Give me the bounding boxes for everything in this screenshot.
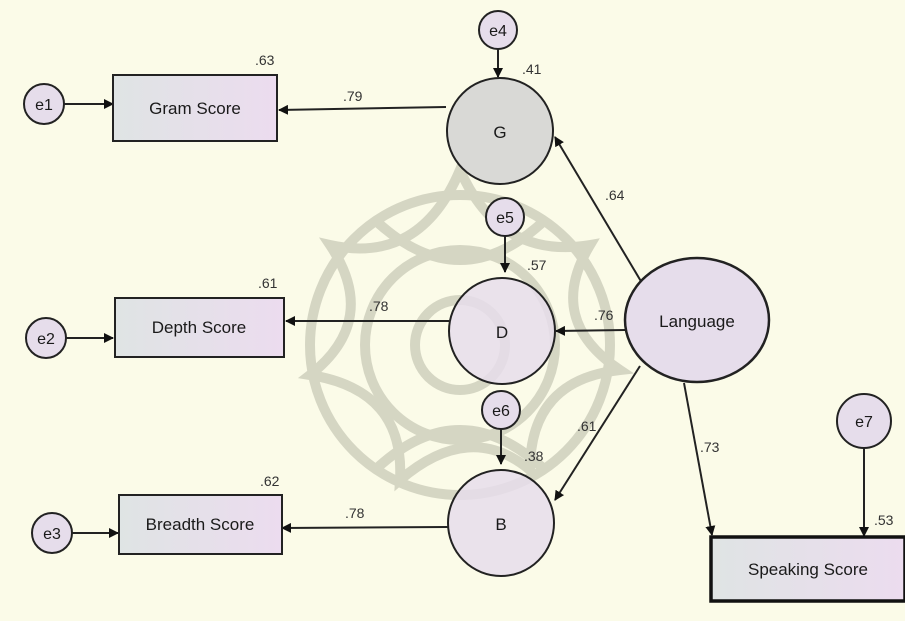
latent-g-circle: G (446, 77, 554, 185)
coef-depth-r2: .61 (258, 275, 278, 291)
arrow-language-to-d (555, 325, 626, 336)
speaking-score-box: Speaking Score (709, 535, 905, 603)
language-ellipse: Language (623, 256, 771, 384)
error-e4-label: e4 (489, 23, 507, 40)
latent-d-label: D (496, 323, 508, 342)
breadth-score-box: Breadth Score (118, 494, 283, 555)
coef-g-r2: .41 (522, 61, 542, 77)
coef-speaking-r2: .53 (874, 512, 894, 528)
error-e7-circle: e7 (836, 393, 892, 449)
error-e3-circle: e3 (31, 512, 73, 554)
speaking-score-label: Speaking Score (748, 560, 868, 579)
error-e1-circle: e1 (23, 83, 65, 125)
coef-d-r2: .57 (527, 257, 547, 273)
arrow-language-to-b (554, 365, 641, 501)
language-label: Language (659, 312, 735, 331)
error-e6-circle: e6 (481, 390, 521, 430)
coef-language-to-d: .76 (594, 307, 614, 323)
coef-b-r2: .38 (524, 448, 544, 464)
latent-b-label: B (495, 515, 506, 534)
error-e3-label: e3 (43, 526, 61, 543)
latent-g-label: G (493, 123, 506, 142)
breadth-score-label: Breadth Score (146, 515, 255, 534)
error-e1-label: e1 (35, 97, 53, 114)
error-e5-label: e5 (496, 210, 514, 227)
coef-g-to-gram: .79 (343, 88, 363, 104)
coef-language-to-b: .61 (577, 418, 597, 434)
error-e2-label: e2 (37, 331, 55, 348)
depth-score-label: Depth Score (152, 318, 247, 337)
error-e7-label: e7 (855, 414, 873, 431)
coef-b-to-breadth: .78 (345, 505, 365, 521)
error-e5-circle: e5 (485, 197, 525, 237)
arrow-language-to-g (554, 136, 643, 284)
gram-score-box: Gram Score (112, 74, 278, 142)
coef-d-to-depth: .78 (369, 298, 389, 314)
error-e4-circle: e4 (478, 10, 518, 50)
arrow-g-to-gram (278, 104, 447, 115)
latent-d-circle: D (448, 277, 556, 385)
coef-breadth-r2: .62 (260, 473, 280, 489)
arrow-b-to-breadth (281, 522, 449, 533)
arrow-language-to-speaking (683, 382, 716, 536)
error-e2-circle: e2 (25, 317, 67, 359)
coef-language-to-g: .64 (605, 187, 625, 203)
latent-b-circle: B (447, 469, 555, 577)
depth-score-box: Depth Score (114, 297, 285, 358)
coef-gram-r2: .63 (255, 52, 275, 68)
error-e6-label: e6 (492, 403, 510, 420)
gram-score-label: Gram Score (149, 99, 241, 118)
coef-language-to-speaking: .73 (700, 439, 720, 455)
